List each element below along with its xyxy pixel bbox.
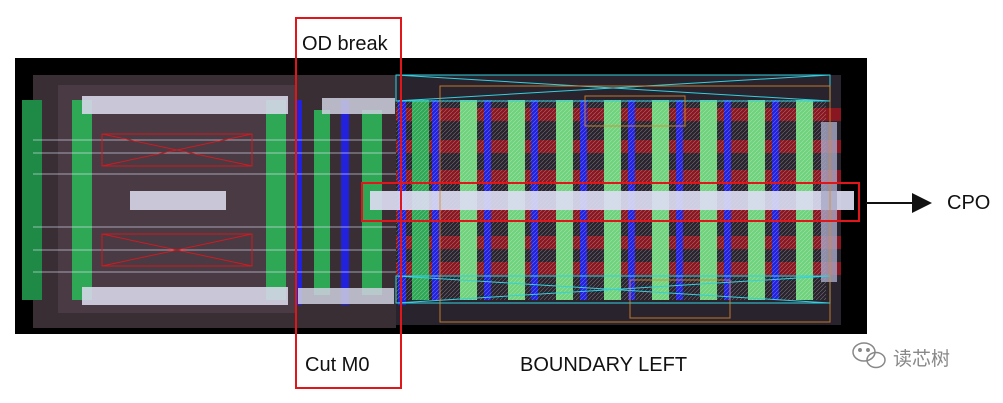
cut-m0-label: Cut M0 — [305, 354, 370, 376]
wechat-icon — [852, 342, 886, 369]
x-marker-bottom — [101, 233, 253, 267]
gray-straps — [82, 96, 395, 305]
orange-outlines — [439, 85, 831, 323]
watermark-text: 读芯树 — [893, 348, 951, 370]
right-edge-strip — [821, 122, 837, 282]
cpo-label: CPO — [947, 192, 991, 214]
x-marker-top — [101, 133, 253, 167]
horizontal-routing-lines — [33, 139, 396, 273]
cpo-highlight-box — [361, 182, 860, 222]
od-break-box — [295, 17, 402, 389]
cpo-bar — [370, 191, 854, 210]
od-break-label: OD break — [302, 33, 388, 55]
boundary-left-label: BOUNDARY LEFT — [520, 354, 688, 376]
